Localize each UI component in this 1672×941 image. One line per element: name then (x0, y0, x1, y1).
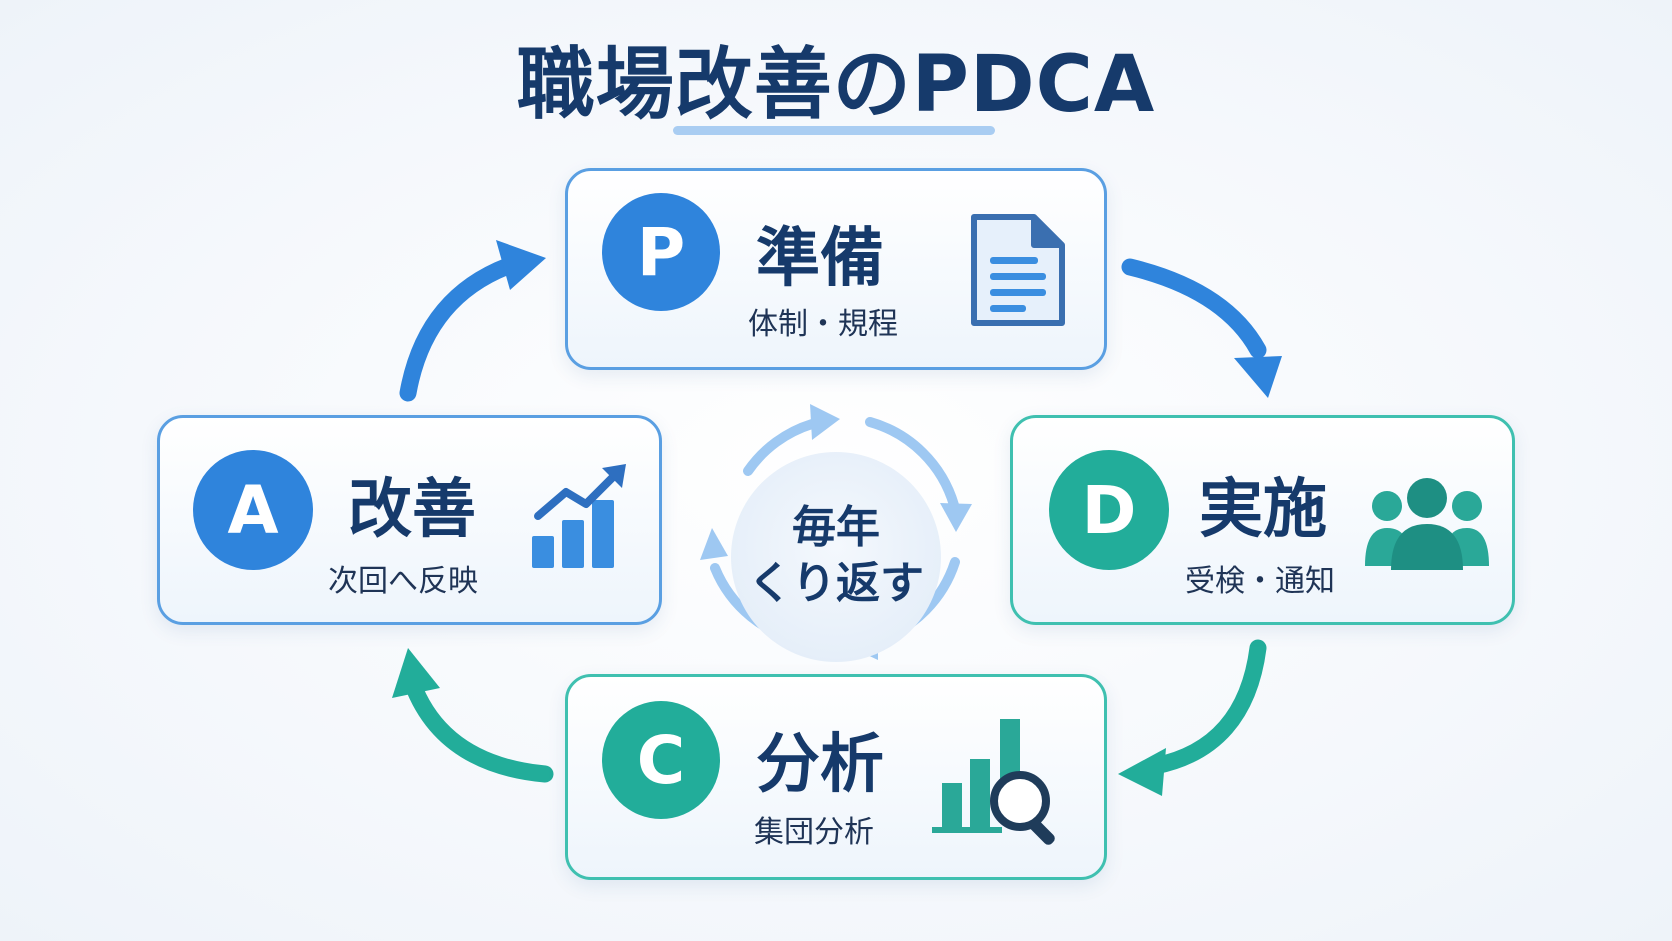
act-subtitle: 次回へ反映 (328, 564, 478, 599)
do-title: 実施 (1199, 473, 1327, 547)
chart-magnifier-icon (932, 719, 1055, 845)
growth-chart-icon (532, 464, 626, 568)
check-badge: C (602, 701, 720, 819)
document-icon (971, 214, 1065, 326)
plan-badge: P (602, 193, 720, 311)
do-card: D 実施 受検・通知 (1010, 415, 1515, 625)
check-card: C 分析 集団分析 (565, 674, 1107, 880)
do-badge: D (1049, 450, 1169, 570)
check-subtitle: 集団分析 (754, 815, 874, 850)
plan-subtitle: 体制・規程 (748, 307, 898, 342)
plan-card: P 準備 体制・規程 (565, 168, 1107, 370)
act-title: 改善 (348, 473, 476, 547)
do-subtitle: 受検・通知 (1185, 564, 1335, 599)
center-label-line2: くり返す (748, 558, 924, 609)
arrow-do-to-check (1118, 639, 1267, 796)
center-circle (731, 452, 941, 662)
title-underline (673, 126, 995, 135)
arrow-plan-to-do (1121, 258, 1282, 398)
arrow-act-to-plan (399, 240, 546, 402)
check-title: 分析 (756, 728, 884, 802)
plan-title: 準備 (756, 222, 884, 296)
page-title: 職場改善のPDCA (516, 40, 1156, 130)
center-label-line1: 毎年 (792, 502, 880, 553)
arrow-check-to-act (392, 648, 554, 783)
act-card: A 改善 次回へ反映 (157, 415, 662, 625)
act-badge: A (193, 450, 313, 570)
people-group-icon (1365, 478, 1489, 570)
